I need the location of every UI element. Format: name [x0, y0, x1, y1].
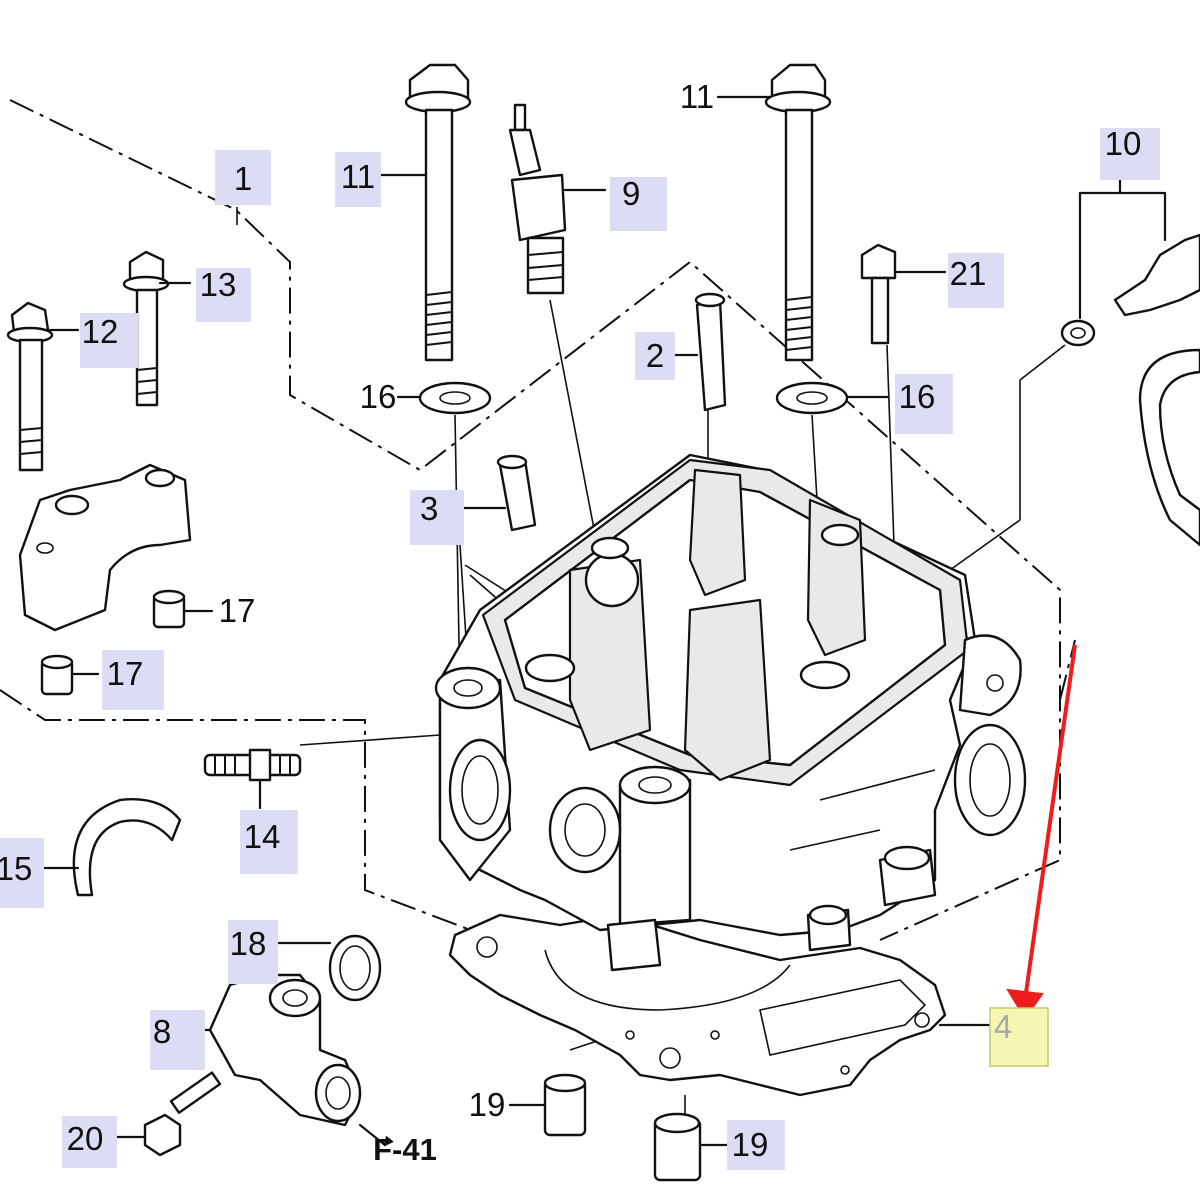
- callout-label-2[interactable]: 2: [635, 332, 675, 380]
- svg-text:20: 20: [67, 1120, 104, 1157]
- head-gasket: [448, 913, 947, 1097]
- svg-text:11: 11: [341, 158, 375, 195]
- reference-label-f41[interactable]: F-41: [373, 1132, 437, 1167]
- svg-text:18: 18: [230, 925, 267, 962]
- svg-text:11: 11: [680, 78, 714, 115]
- red-annotation-arrow: [1006, 644, 1077, 1020]
- svg-text:13: 13: [200, 266, 237, 303]
- svg-text:10: 10: [1105, 125, 1142, 162]
- stud-14: [203, 748, 302, 782]
- svg-text:14: 14: [244, 818, 281, 855]
- hose-clamp: [1138, 348, 1200, 547]
- callout-label-21[interactable]: 21: [948, 253, 1004, 308]
- o-ring-18: [328, 934, 382, 1002]
- svg-text:9: 9: [622, 175, 640, 212]
- svg-text:19: 19: [469, 1086, 506, 1123]
- callout-label-3[interactable]: 3: [410, 490, 464, 545]
- bolt-12: [6, 301, 54, 472]
- svg-text:1: 1: [234, 160, 252, 197]
- svg-text:15: 15: [0, 850, 32, 887]
- callout-label-18[interactable]: 18: [228, 920, 278, 984]
- svg-text:21: 21: [950, 255, 987, 292]
- water-joint-elbow: [208, 973, 362, 1127]
- temperature-sensor: [1060, 233, 1200, 347]
- svg-text:16: 16: [899, 378, 936, 415]
- arc-seal-15: [72, 798, 182, 897]
- svg-text:3: 3: [420, 490, 438, 527]
- dowel-pin-19a: [543, 1073, 587, 1137]
- callout-label-20[interactable]: 20: [62, 1116, 117, 1168]
- dowel-pin-19b: [653, 1112, 702, 1182]
- callout-leaders: [38, 95, 1167, 1147]
- valve-guide-2: [694, 292, 727, 412]
- callout-label-15[interactable]: 15: [0, 838, 44, 908]
- bolt-13: [122, 250, 170, 407]
- callout-label-16-right[interactable]: 16: [895, 374, 953, 434]
- svg-text:17: 17: [107, 655, 144, 692]
- svg-text:F-41: F-41: [373, 1132, 437, 1167]
- callout-label-19b[interactable]: 19: [727, 1120, 785, 1170]
- svg-text:19: 19: [732, 1126, 769, 1163]
- dowel-pin-17a: [152, 589, 186, 629]
- callout-label-14[interactable]: 14: [240, 810, 298, 874]
- camshaft-holder: [18, 463, 192, 632]
- valve-guide-3: [496, 454, 537, 532]
- callout-label-8[interactable]: 8: [150, 1010, 205, 1070]
- spark-plug: [508, 103, 567, 295]
- dowel-pin-17b: [40, 654, 74, 696]
- callout-label-4-selected[interactable]: 4: [989, 1007, 1049, 1067]
- callout-label-17a[interactable]: 17: [219, 592, 256, 629]
- bolt-21: [860, 243, 897, 345]
- svg-text:8: 8: [153, 1013, 171, 1050]
- callout-label-16-left[interactable]: 16: [360, 378, 397, 415]
- callout-label-19a[interactable]: 19: [469, 1086, 506, 1123]
- washer-left: [418, 381, 492, 415]
- svg-text:12: 12: [82, 313, 119, 350]
- callout-label-11-left[interactable]: 11: [335, 152, 381, 207]
- callout-label-17b[interactable]: 17: [102, 650, 164, 710]
- washer-right: [775, 381, 849, 415]
- bolt-20: [143, 1071, 222, 1157]
- cylinder-head: [434, 453, 1027, 1097]
- callout-label-1[interactable]: 1: [215, 150, 271, 205]
- svg-text:4: 4: [994, 1008, 1012, 1045]
- callout-label-10[interactable]: 10: [1100, 125, 1160, 180]
- callout-label-11-right[interactable]: 11: [680, 78, 714, 115]
- callout-label-9[interactable]: 9: [610, 175, 667, 231]
- callout-label-13[interactable]: 13: [196, 266, 251, 322]
- stud-bolt-right: [764, 63, 832, 362]
- svg-text:2: 2: [646, 337, 664, 374]
- svg-text:17: 17: [219, 592, 256, 629]
- callout-label-12[interactable]: 12: [80, 313, 138, 368]
- svg-text:16: 16: [360, 378, 397, 415]
- stud-bolt-left: [404, 63, 472, 362]
